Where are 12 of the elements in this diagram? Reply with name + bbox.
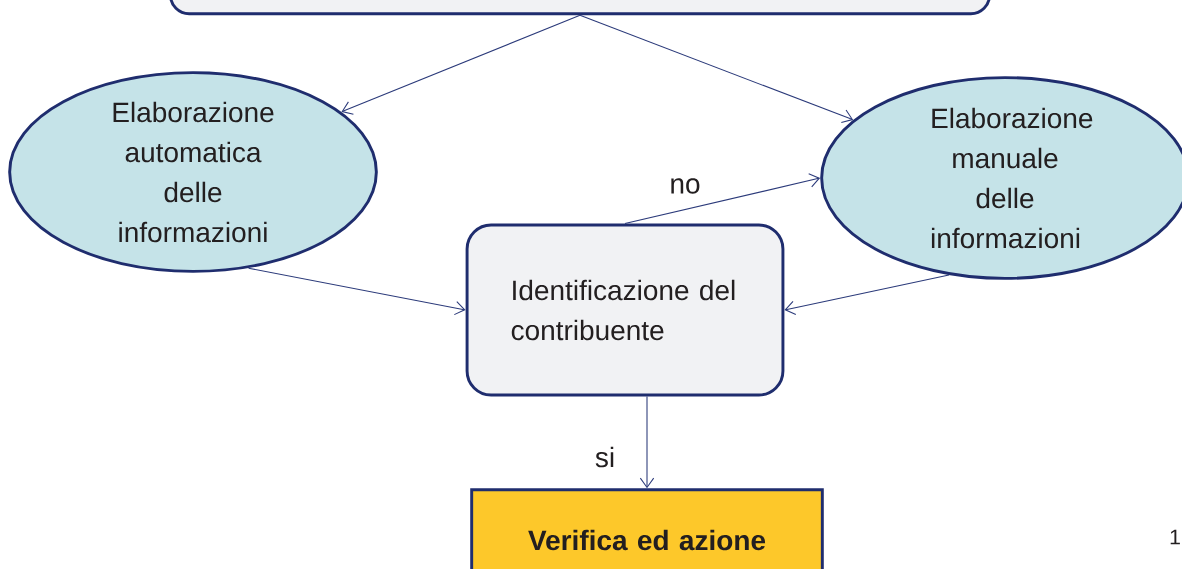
arrow bbox=[579, 14, 854, 123]
decision-box: Identificazione del contribuente bbox=[465, 223, 785, 397]
arrow bbox=[624, 173, 821, 225]
action-box: Verifica ed azione bbox=[470, 488, 824, 569]
edge-label: si bbox=[593, 445, 617, 469]
process-box bbox=[169, 0, 991, 16]
arrow bbox=[341, 14, 581, 115]
arrow bbox=[784, 274, 950, 315]
page-number: 1 bbox=[1170, 529, 1180, 545]
edge-label: no bbox=[668, 177, 702, 195]
arrow bbox=[248, 267, 466, 316]
arrow bbox=[639, 395, 655, 489]
